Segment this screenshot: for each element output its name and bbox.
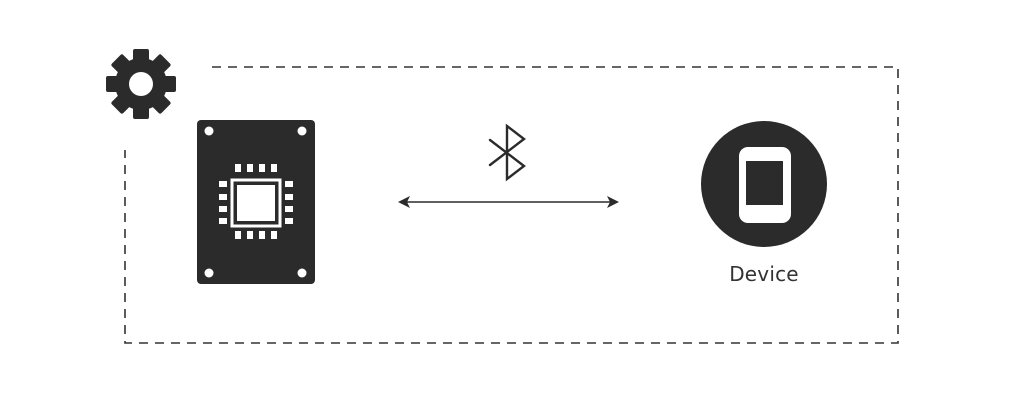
boundary-dashed-border (124, 66, 899, 344)
bidirectional-arrow (398, 196, 619, 208)
gear-icon (106, 49, 176, 119)
microcontroller-board-icon (197, 120, 315, 284)
bluetooth-icon (488, 123, 526, 182)
device-label: Device (729, 262, 799, 286)
smartphone-icon (701, 121, 827, 247)
chip-icon (219, 164, 293, 239)
